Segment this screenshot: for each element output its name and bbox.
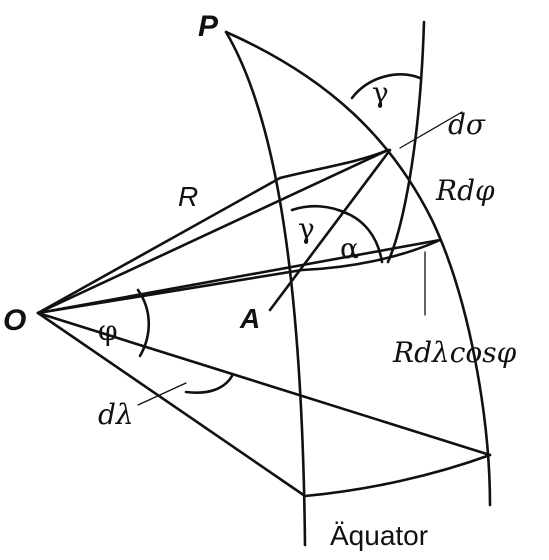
d-sigma-leader <box>399 111 463 149</box>
geodesic-line <box>268 148 392 312</box>
gamma-top-arc <box>350 73 422 100</box>
label-phi: φ <box>98 314 118 347</box>
radius-line-2 <box>36 176 282 315</box>
meridian-right <box>386 20 426 264</box>
label-alpha: α <box>340 232 359 265</box>
radius-line-6 <box>36 311 492 457</box>
label-d-lambda: dλ <box>98 398 134 431</box>
meridian-left <box>224 30 307 547</box>
great-circle-outer <box>224 30 492 507</box>
radius-line-5 <box>36 311 307 498</box>
label-equator: Äquator <box>330 520 428 551</box>
alpha-arc <box>336 208 384 264</box>
label-radius: R <box>178 181 198 212</box>
phi-arc <box>136 288 151 358</box>
label-origin: O <box>3 304 26 337</box>
label-r-d-phi: Rdφ <box>435 174 495 207</box>
label-d-sigma: dσ <box>448 108 486 141</box>
label-pole: P <box>198 10 219 43</box>
d-lambda-arc <box>184 374 234 394</box>
label-r-d-lambda-cos-phi: Rdλcosφ <box>392 336 517 369</box>
label-gamma-mid: γ <box>298 212 315 245</box>
radius-line-4 <box>36 238 442 315</box>
equator-arc <box>303 453 492 498</box>
d-lambda-leader <box>137 382 187 406</box>
label-point-a: A <box>239 303 260 334</box>
parallel-lower <box>300 238 442 272</box>
radius-line-1 <box>36 148 390 315</box>
label-gamma-top: γ <box>372 76 389 109</box>
